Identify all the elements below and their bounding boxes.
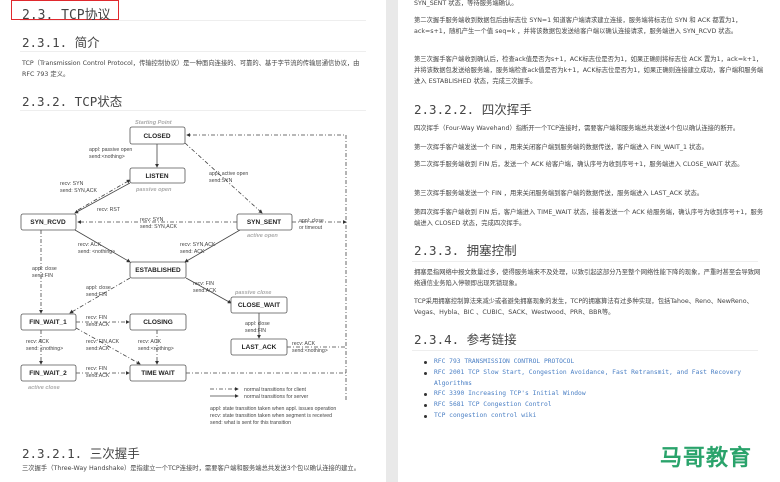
intro-heading: 2.3.1. 简介 [22, 35, 100, 50]
paragraph: 第三次挥手服务端发送一个 FIN ，用来关闭服务端到客户端的数据传送，服务端进入… [414, 190, 704, 197]
note-passive-open: passive open [135, 187, 172, 193]
paragraph: 第三次握手客户端收到确认后，检查ack值是否为s+1，ACK标志位是否为1，如果… [414, 56, 764, 85]
svg-text:recv: FIN: recv: FIN [86, 366, 107, 372]
svg-text:send: what is sent for this tr: send: what is sent for this transition [210, 420, 291, 426]
svg-text:appl: close: appl: close [299, 218, 324, 224]
svg-text:recv: ACK: recv: ACK [292, 341, 316, 347]
svg-text:appl: state transition taken w: appl: state transition taken when appl. … [210, 406, 336, 412]
divider [20, 20, 366, 21]
note-starting-point: Starting Point [135, 120, 173, 126]
section-title: 2.3. TCP协议 [22, 8, 111, 23]
state-syn-sent: SYN_SENT [247, 219, 281, 226]
paragraph: TCP采用拥塞控制算法来减少或者避免拥塞现象的发生，TCP的拥塞算法有过多种实现… [414, 298, 753, 316]
state-close-wait: CLOSE_WAIT [238, 302, 280, 309]
paragraph: 第二次握手服务端收到数据包后由标志位 SYN=1 知道客户端请求建立连接，服务端… [414, 17, 742, 35]
svg-text:send:ACK: send:ACK [86, 346, 110, 352]
state-time-wait: TIME WAIT [141, 370, 175, 377]
reference-link[interactable]: RFC 793 TRANSMISSION CONTROL PROTOCOL [418, 357, 763, 368]
state-listen: LISTEN [145, 173, 168, 180]
wave-heading: 2.3.2.2. 四次挥手 [414, 102, 532, 117]
paragraph: SYN_SENT 状态，等待服务端确认。 [414, 0, 518, 7]
svg-text:send:<nothing>: send:<nothing> [138, 346, 174, 352]
svg-text:recv: FIN: recv: FIN [86, 315, 107, 321]
svg-text:recv: ACK: recv: ACK [78, 242, 102, 248]
svg-text:appl: close: appl: close [32, 266, 57, 272]
svg-text:send:FIN: send:FIN [245, 328, 266, 334]
state-heading: 2.3.2. TCP状态 [22, 94, 123, 109]
svg-text:recv: SYN: recv: SYN [60, 181, 84, 187]
paragraph: 第四次挥手客户端收到 FIN 后，客户端进入 TIME_WAIT 状态，接着发送… [414, 209, 764, 227]
state-established: ESTABLISHED [135, 267, 181, 274]
references-heading: 2.3.4. 参考链接 [414, 332, 517, 347]
svg-text:recv: ACK: recv: ACK [26, 339, 50, 345]
state-box-closed [129, 126, 186, 145]
paragraph: 第二次挥手服务端收到 FIN 后，发送一个 ACK 给客户端，确认序号为收到序号… [414, 161, 744, 168]
svg-text:send: SYN,ACK: send: SYN,ACK [60, 188, 97, 194]
svg-text:recv: SYN,ACK: recv: SYN,ACK [180, 242, 216, 248]
state-closed: CLOSED [143, 133, 170, 140]
right-page: SYN_SENT 状态，等待服务端确认。 第二次握手服务端收到数据包后由标志位 … [398, 0, 780, 482]
svg-text:appl: passive open: appl: passive open [89, 147, 132, 153]
state-fin-wait-2: FIN_WAIT_2 [29, 370, 67, 377]
state-syn-rcvd: SYN_RCVD [30, 219, 66, 226]
svg-text:or timeout: or timeout [299, 225, 323, 231]
svg-text:normal transitions for client: normal transitions for client [244, 387, 307, 393]
svg-text:recv: SYN: recv: SYN [140, 217, 164, 223]
divider [20, 110, 366, 111]
state-closing: CLOSING [143, 319, 173, 326]
reference-link[interactable]: RFC 3390 Increasing TCP's Initial Window [418, 389, 763, 400]
svg-text:send:SYN: send:SYN [209, 178, 233, 184]
reference-link[interactable]: RFC 5681 TCP Congestion Control [418, 400, 763, 411]
state-fin-wait-1: FIN_WAIT_1 [29, 319, 67, 326]
tcp-state-diagram: CLOSED LISTEN SYN_RCVD SYN_SENT ESTABLIS… [20, 120, 347, 426]
highlight-box [11, 0, 119, 20]
svg-text:send: ACK: send: ACK [180, 249, 205, 255]
note-passive-close: passive close [234, 290, 271, 296]
svg-text:recv: FIN: recv: FIN [193, 281, 214, 287]
paragraph: 第一次挥手客户端发送一个 FIN ，用来关闭客户端到服务端的数据传送，客户端进入… [414, 144, 708, 151]
reference-link[interactable]: TCP congestion control wiki [418, 411, 763, 422]
watermark-logo: 马哥教育 [660, 446, 753, 471]
svg-text:send:FIN: send:FIN [32, 273, 53, 279]
svg-text:recv: RST: recv: RST [97, 207, 121, 213]
handshake-heading: 2.3.2.1. 三次握手 [22, 446, 140, 461]
state-last-ack: LAST_ACK [242, 344, 277, 351]
svg-text:send:ACK: send:ACK [193, 288, 217, 294]
reference-link[interactable]: RFC 2001 TCP Slow Start, Congestion Avoi… [418, 368, 763, 390]
left-page: 2.3. TCP协议 2.3.1. 简介 TCP（Transmission Co… [0, 0, 386, 482]
svg-text:send:ACK: send:ACK [86, 322, 110, 328]
svg-text:appl: close: appl: close [86, 285, 111, 291]
svg-text:recv: FIN,ACK: recv: FIN,ACK [86, 339, 120, 345]
svg-text:appl: active open: appl: active open [209, 171, 248, 177]
svg-text:send: <nothing>: send: <nothing> [78, 249, 115, 255]
svg-text:send:<nothing>: send:<nothing> [292, 348, 328, 354]
reference-list: RFC 793 TRANSMISSION CONTROL PROTOCOL RF… [418, 357, 763, 422]
handshake-text: 三次握手（Three-Way Handshake）是指建立一个TCP连接时，需要… [22, 465, 361, 472]
note-active-open: active open [247, 233, 278, 239]
congestion-heading: 2.3.3. 拥塞控制 [414, 243, 517, 258]
divider [412, 261, 758, 262]
intro-text: TCP（Transmission Control Protocol，传输控制协议… [22, 60, 360, 78]
svg-text:appl: close: appl: close [245, 321, 270, 327]
svg-text:send:FIN: send:FIN [86, 292, 107, 298]
divider [20, 51, 366, 52]
svg-text:recv: ACK: recv: ACK [138, 339, 162, 345]
svg-text:send: SYN,ACK: send: SYN,ACK [140, 224, 177, 230]
svg-text:normal transitions for server: normal transitions for server [244, 394, 309, 400]
svg-text:recv: state transition taken w: recv: state transition taken when segmen… [210, 413, 332, 419]
paragraph: 拥塞是指网络中报文数量过多，使得服务端来不及处理，以致引起这部分乃至整个网络性能… [414, 269, 761, 287]
svg-text:send: <nothing>: send: <nothing> [26, 346, 63, 352]
note-active-close: active close [28, 385, 60, 391]
divider [412, 350, 758, 351]
svg-text:send:ACK: send:ACK [86, 373, 110, 379]
svg-text:send:<nothing>: send:<nothing> [89, 154, 125, 160]
diagram-legend: normal transitions for client normal tra… [210, 387, 336, 426]
paragraph: 四次挥手（Four-Way Wavehand）指断开一个TCP连接时，需要客户端… [414, 125, 740, 132]
